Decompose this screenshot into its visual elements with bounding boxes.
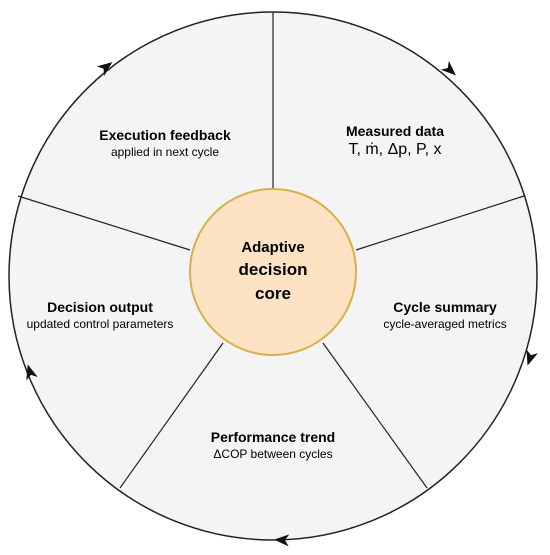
segment-decision-output: Decision output updated control paramete… <box>0 298 200 332</box>
segment-subtitle: T, ṁ, Δp, P, x <box>348 141 442 158</box>
segment-title: Cycle summary <box>393 299 497 315</box>
segment-performance-trend: Performance trend ΔCOP between cycles <box>178 428 368 462</box>
core-circle <box>189 188 357 356</box>
segment-subtitle: applied in next cycle <box>110 145 220 159</box>
segment-divider <box>119 342 224 489</box>
arrowhead-icon <box>96 62 113 77</box>
segment-dividers <box>17 12 525 489</box>
flow-arrows <box>26 60 538 547</box>
segment-divider <box>322 342 428 489</box>
segment-measured-data: Measured data T, ṁ, Δp, P, x <box>300 122 490 160</box>
segment-title: Measured data <box>345 123 445 139</box>
segment-title: Execution feedback <box>99 127 231 143</box>
segment-subtitle: ΔCOP between cycles <box>213 447 333 461</box>
core-label-line1: Adaptive <box>241 239 305 256</box>
core-label-line2: decision <box>238 260 308 279</box>
arrowhead-icon <box>526 349 538 366</box>
core-label-line3: core <box>255 284 291 303</box>
segment-cycle-summary: Cycle summary cycle-averaged metrics <box>350 298 540 332</box>
segment-subtitle: cycle-averaged metrics <box>383 317 507 331</box>
arrowhead-icon <box>26 364 38 381</box>
segment-divider <box>355 195 525 251</box>
segment-divider <box>17 195 191 251</box>
arrowhead-icon <box>274 534 290 547</box>
segment-subtitle: updated control parameters <box>26 317 174 331</box>
decision-core: Adaptive decision core <box>190 189 356 355</box>
segment-title: Decision output <box>47 299 153 315</box>
segment-execution-feedback: Execution feedback applied in next cycle <box>70 126 260 160</box>
segment-title: Performance trend <box>210 429 336 445</box>
arrowhead-icon <box>440 60 456 76</box>
